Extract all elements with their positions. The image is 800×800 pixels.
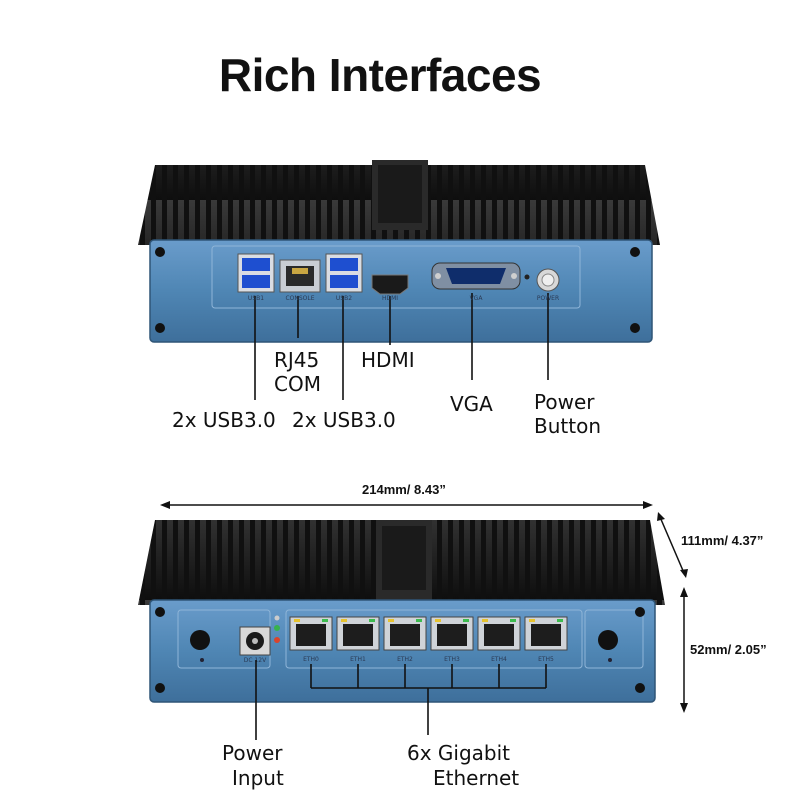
console-marking: CONSOLE — [285, 295, 314, 302]
rj45-label: RJ45 — [274, 348, 320, 372]
ethernet-label-line1: 6x Gigabit — [407, 741, 511, 765]
console-rj45-port-icon — [279, 259, 321, 293]
eth5-marking: ETH5 — [538, 656, 554, 663]
width-dimension: 214mm/ 8.43” — [362, 482, 446, 497]
power-input-label-line2: Input — [232, 766, 284, 790]
bottom-device-heatsink — [138, 520, 665, 605]
vga-marking: VGA — [470, 295, 484, 302]
usb-left-label: 2x USB3.0 — [172, 408, 276, 432]
power-marking: POWER — [537, 295, 559, 302]
ethernet-port-icon — [430, 616, 474, 651]
vga-port-icon — [431, 262, 521, 290]
power-button-label-line1: Power — [534, 390, 595, 414]
usb-port-left-icon — [237, 253, 275, 293]
ethernet-port-icon — [383, 616, 427, 651]
ethernet-ports — [289, 616, 568, 651]
dimension-arrows — [160, 501, 688, 713]
hdmi-marking: HDMI — [382, 295, 398, 302]
eth3-marking: ETH3 — [444, 656, 460, 663]
ethernet-port-icon — [524, 616, 568, 651]
ethernet-port-icon — [289, 616, 333, 651]
ethernet-port-icon — [336, 616, 380, 651]
usb2-marking: USB2 — [336, 295, 352, 302]
page-title: Rich Interfaces — [218, 49, 542, 101]
power-button-icon — [536, 268, 560, 292]
vga-label: VGA — [450, 392, 493, 416]
height-dimension: 52mm/ 2.05” — [690, 642, 767, 657]
eth4-marking: ETH4 — [491, 656, 507, 663]
dc-power-jack-icon — [239, 626, 271, 656]
side-button-icon — [598, 630, 618, 650]
top-device-heatsink — [138, 160, 660, 245]
bottom-device-panel — [149, 599, 656, 703]
depth-dimension: 111mm/ 4.37” — [681, 533, 764, 548]
eth0-marking: ETH0 — [303, 656, 319, 663]
hdmi-port-icon — [371, 274, 409, 295]
power-input-label-line1: Power — [222, 741, 283, 765]
top-callout-lines — [254, 293, 549, 400]
hdmi-label: HDMI — [361, 348, 415, 372]
reset-button-icon — [190, 630, 210, 650]
usb1-marking: USB1 — [248, 295, 264, 302]
ethernet-label-line2: Ethernet — [433, 766, 520, 790]
power-button-label-line2: Button — [534, 414, 601, 438]
com-label: COM — [274, 372, 321, 396]
eth1-marking: ETH1 — [350, 656, 366, 663]
usb-right-label: 2x USB3.0 — [292, 408, 396, 432]
usb-port-right-icon — [325, 253, 363, 293]
bottom-callout-lines — [255, 660, 547, 740]
led-indicator-icon — [524, 274, 530, 280]
eth2-marking: ETH2 — [397, 656, 413, 663]
ethernet-port-icon — [477, 616, 521, 651]
